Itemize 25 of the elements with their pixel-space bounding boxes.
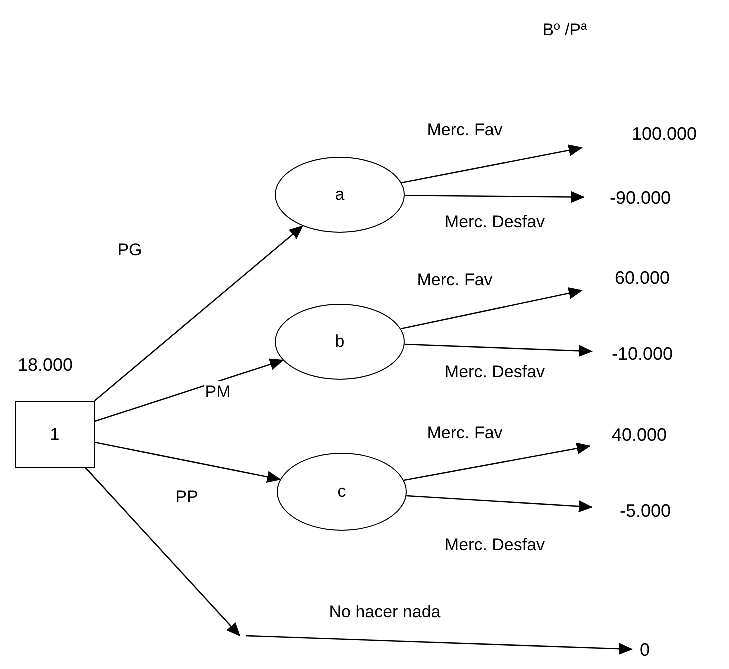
node-label: c	[338, 481, 346, 504]
arrow	[404, 442, 591, 482]
arrow	[404, 344, 593, 358]
node-value: 18.000	[18, 354, 74, 377]
arrow	[400, 288, 583, 330]
node-label: 1	[50, 424, 60, 446]
arrow	[246, 635, 633, 656]
arrow	[94, 442, 282, 483]
arrow	[404, 191, 585, 204]
payoff-value: -10.000	[592, 340, 716, 368]
decision-box	[15, 401, 95, 468]
payoff-value: 40.000	[590, 421, 712, 449]
payoff-value: -5.000	[592, 497, 710, 525]
payoff-value: 100.000	[580, 120, 728, 148]
payoff-value: 60.000	[582, 264, 702, 292]
payoff-value: -90.000	[584, 184, 714, 212]
node-label: b	[335, 331, 345, 354]
arrow	[94, 226, 304, 402]
arrow	[402, 144, 583, 184]
arrow	[406, 495, 593, 513]
arrow	[94, 358, 284, 422]
column-header: Bº /Pª	[542, 19, 588, 42]
arrow	[85, 468, 241, 637]
node-label: a	[335, 184, 345, 206]
payoff-value: 0	[632, 636, 660, 664]
